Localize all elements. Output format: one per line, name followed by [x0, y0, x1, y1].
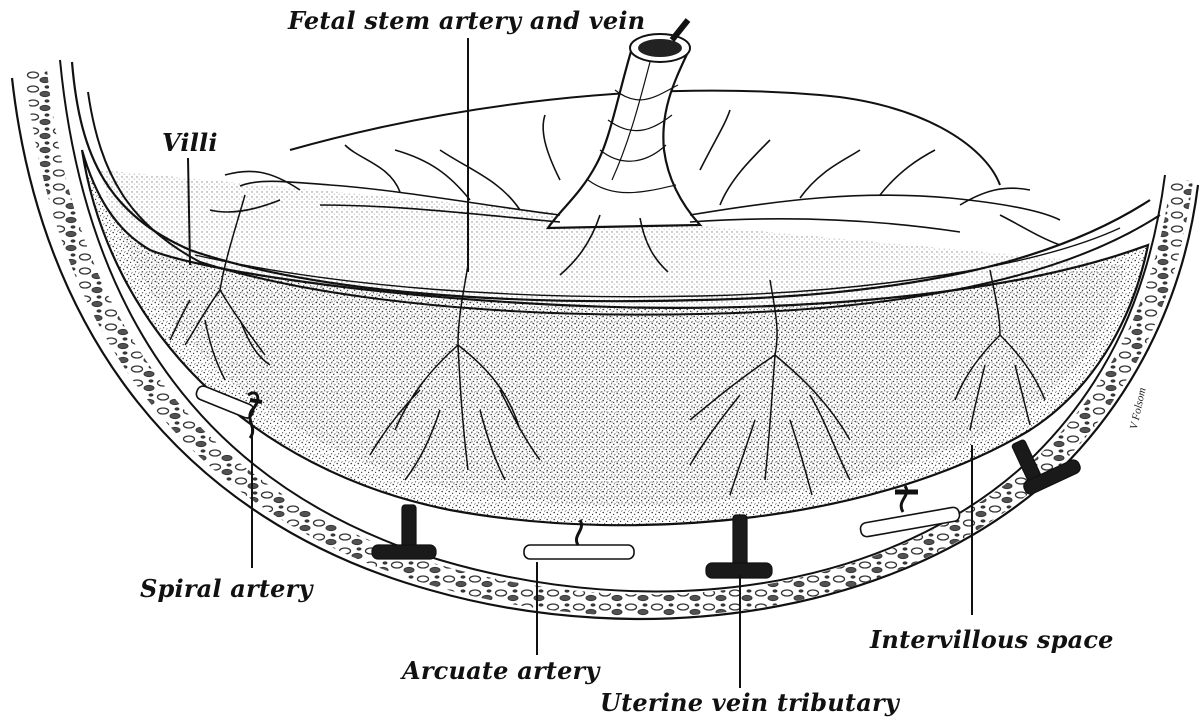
label-fetal-stem: Fetal stem artery and vein	[288, 6, 645, 35]
label-arcuate-artery: Arcuate artery	[402, 656, 600, 685]
label-intervillous-space: Intervillous space	[870, 625, 1114, 654]
fetal-stem-trunk	[548, 20, 700, 228]
label-uterine-vein: Uterine vein tributary	[600, 688, 899, 717]
label-villi: Villi	[162, 128, 218, 157]
label-spiral-artery: Spiral artery	[140, 574, 313, 603]
